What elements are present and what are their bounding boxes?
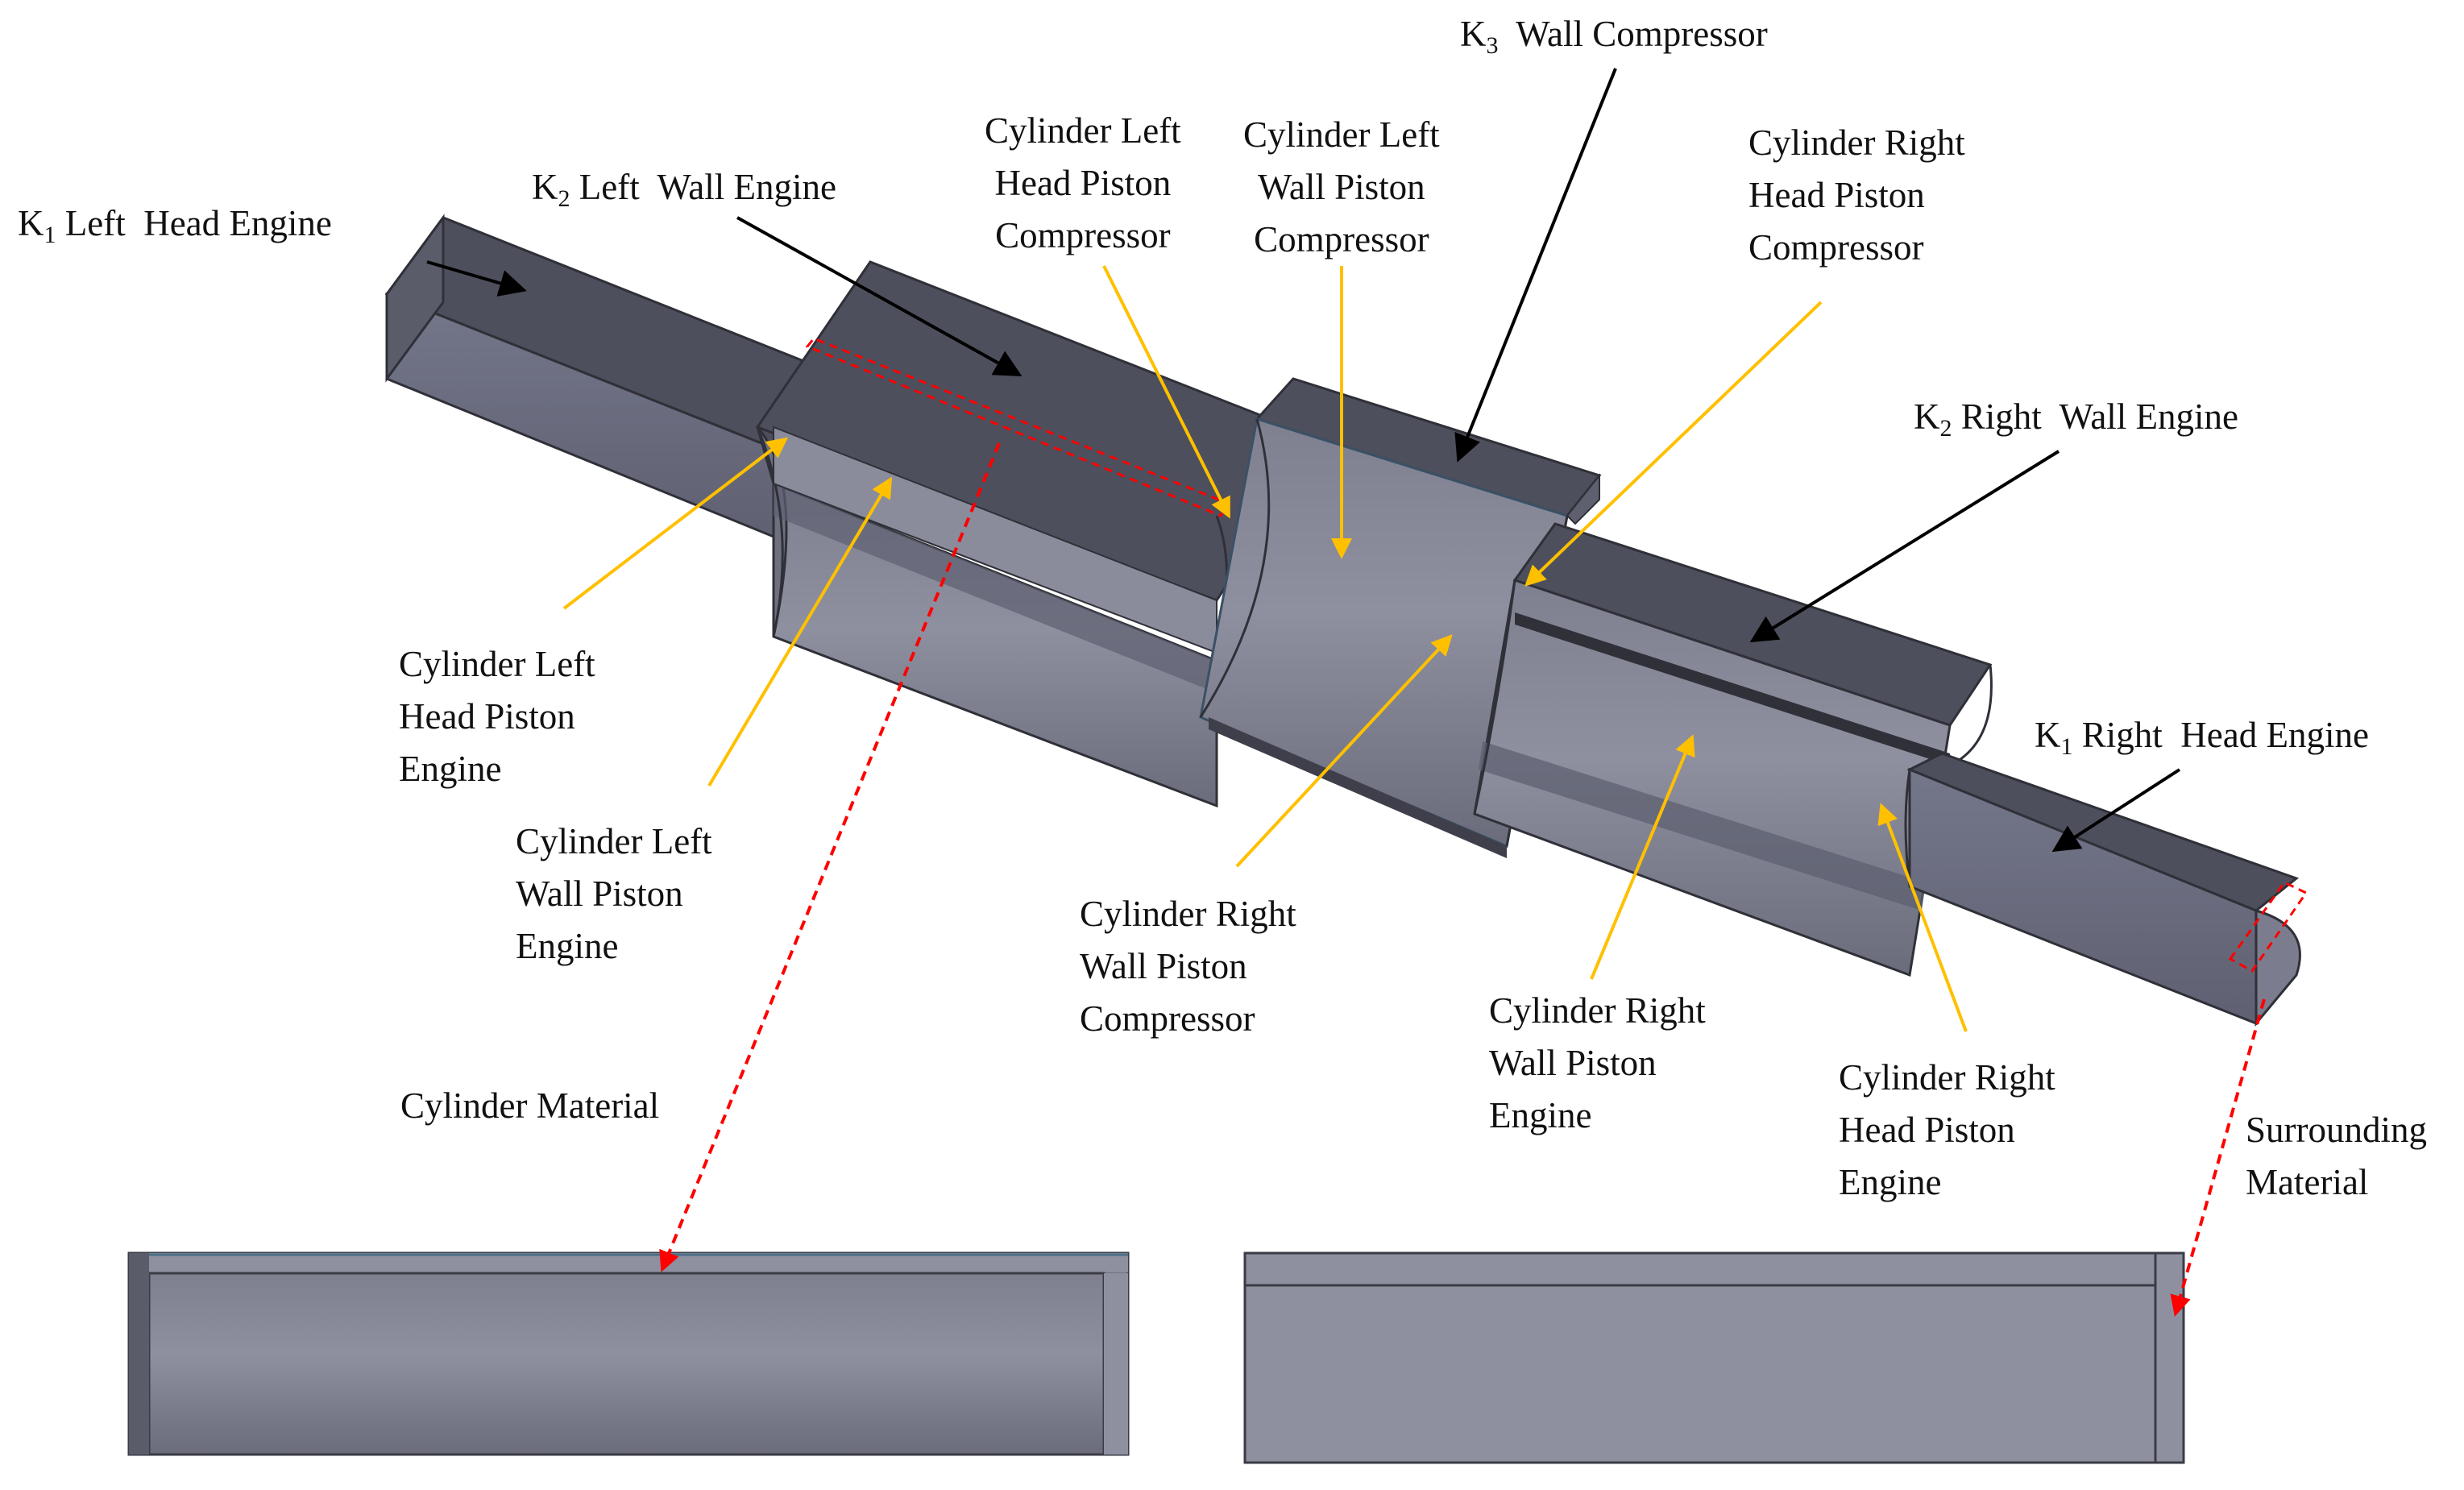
- label-cyl-right-wall-piston-compressor: Cylinder Right Wall Piston Compressor: [1080, 888, 1296, 1045]
- detail-view-right: [1243, 1251, 2185, 1464]
- arrow-cyl-left-head-piston-compressor: [1102, 265, 1230, 519]
- label-line: Compressor: [1748, 227, 1924, 268]
- label-line: Cylinder Right: [1080, 894, 1296, 934]
- surrounding-material-highlight: [2228, 881, 2308, 973]
- k2-right-subscript: 2: [1939, 415, 1952, 442]
- label-line: Head Piston: [994, 163, 1172, 203]
- label-line: Cylinder Left: [1243, 114, 1440, 155]
- label-line: Engine: [399, 749, 502, 789]
- label-line: Cylinder Right: [1489, 990, 1706, 1031]
- arrow-k2-right: [1749, 450, 2060, 643]
- right-housing-band: [1479, 741, 1926, 911]
- compressor-right-cap: [1566, 473, 1600, 525]
- arrow-cyl-right-wall-piston-compressor: [1235, 634, 1453, 868]
- k2-left-subscript: 2: [558, 185, 570, 212]
- label-line: Wall Piston: [1080, 946, 1247, 986]
- arrow-cyl-right-head-piston-engine: [1877, 803, 1968, 1032]
- k1-left-subscript: 1: [44, 222, 56, 248]
- label-cyl-right-head-piston-compressor: Cylinder Right Head Piston Compressor: [1748, 117, 1965, 274]
- arrow-cyl-right-head-piston-compressor: [1524, 301, 1823, 587]
- label-line: Wall Piston: [516, 874, 683, 914]
- label-line: Compressor: [995, 215, 1171, 255]
- k2-right-text: Right Wall Engine: [1952, 396, 2239, 437]
- detail-view-left: [127, 1251, 1130, 1456]
- label-line: Material: [2246, 1162, 2369, 1202]
- label-line: Cylinder Left: [516, 821, 712, 861]
- k2-left-text: Left Wall Engine: [570, 167, 836, 207]
- k1-right-text: Right Head Engine: [2072, 715, 2369, 755]
- label-line: Cylinder Left: [985, 110, 1181, 151]
- left-rod-end-face: [385, 214, 445, 383]
- label-line: Compressor: [1080, 998, 1255, 1039]
- arrow-k3: [1454, 68, 1617, 463]
- label-line: Wall Piston: [1489, 1043, 1657, 1083]
- label-line: Engine: [1489, 1095, 1592, 1135]
- compressor-left-curve: [1199, 418, 1271, 718]
- assembly: [384, 214, 2308, 1027]
- right-rod-curved-end: [2255, 909, 2301, 1027]
- yellow-arrows: [562, 265, 1968, 1032]
- red-arrows: [659, 442, 2266, 1317]
- label-line: Head Piston: [1839, 1110, 2015, 1150]
- arrow-cyl-left-wall-piston-engine: [707, 476, 893, 787]
- label-surrounding-material: Surrounding Material: [2246, 1104, 2427, 1209]
- compressor-lower-band: [1209, 717, 1507, 858]
- arrow-k2-left: [736, 216, 1023, 376]
- arrow-cyl-left-head-piston-engine: [562, 437, 789, 610]
- left-housing-lower-band: [774, 484, 1217, 693]
- arrow-surrounding-material: [2170, 998, 2266, 1317]
- label-k1-left-head-engine: K1 Left Head Engine: [18, 197, 332, 250]
- k1-right-symbol: K: [2035, 715, 2061, 755]
- arrow-k1-left: [426, 260, 527, 297]
- arrow-cyl-right-wall-piston-engine: [1590, 734, 1695, 980]
- right-rod-inner-curve: [1904, 769, 1911, 887]
- k2-right-symbol: K: [1914, 396, 1940, 437]
- k3-subscript: 3: [1486, 32, 1499, 59]
- label-cylinder-material: Cylinder Material: [400, 1080, 659, 1132]
- k1-left-symbol: K: [18, 203, 44, 243]
- label-cyl-right-wall-piston-engine: Cylinder Right Wall Piston Engine: [1489, 985, 1706, 1142]
- right-housing-left-curve: [1473, 579, 1516, 815]
- k3-symbol: K: [1460, 14, 1487, 54]
- label-line: Compressor: [1254, 219, 1429, 259]
- right-housing-upper-strip: [1515, 612, 1950, 766]
- label-line: Cylinder Left: [399, 644, 595, 684]
- label-cyl-left-head-piston-compressor: Cylinder Left Head Piston Compressor: [985, 105, 1181, 262]
- label-line: Engine: [1839, 1162, 1942, 1202]
- label-cyl-right-head-piston-engine: Cylinder Right Head Piston Engine: [1839, 1052, 2055, 1209]
- label-k2-left-wall-engine: K2 Left Wall Engine: [532, 161, 836, 214]
- label-cyl-left-wall-piston-compressor: Cylinder Left Wall Piston Compressor: [1243, 109, 1440, 266]
- k2-left-symbol: K: [532, 167, 558, 207]
- k3-text: Wall Compressor: [1498, 14, 1768, 54]
- label-line: Wall Piston: [1258, 167, 1425, 207]
- label-cyl-left-wall-piston-engine: Cylinder Left Wall Piston Engine: [516, 816, 712, 973]
- label-line: Head Piston: [399, 696, 575, 737]
- label-k3-wall-compressor: K3 Wall Compressor: [1460, 8, 1768, 60]
- label-k1-right-head-engine: K1 Right Head Engine: [2035, 709, 2369, 762]
- label-line: Engine: [516, 926, 619, 966]
- label-line: Cylinder Right: [1748, 122, 1965, 163]
- label-line: Cylinder Material: [400, 1085, 660, 1126]
- arrow-k1-right: [2051, 768, 2181, 853]
- black-arrows: [426, 68, 2181, 853]
- label-cyl-left-head-piston-engine: Cylinder Left Head Piston Engine: [399, 638, 595, 795]
- label-k2-right-wall-engine: K2 Right Wall Engine: [1914, 391, 2238, 443]
- label-line: Head Piston: [1748, 175, 1925, 215]
- label-line: Cylinder Right: [1839, 1057, 2055, 1098]
- arrow-cylinder-material: [659, 442, 1001, 1272]
- k1-right-subscript: 1: [2060, 733, 2073, 760]
- label-line: Surrounding: [2246, 1110, 2427, 1150]
- k1-left-text: Left Head Engine: [56, 203, 332, 243]
